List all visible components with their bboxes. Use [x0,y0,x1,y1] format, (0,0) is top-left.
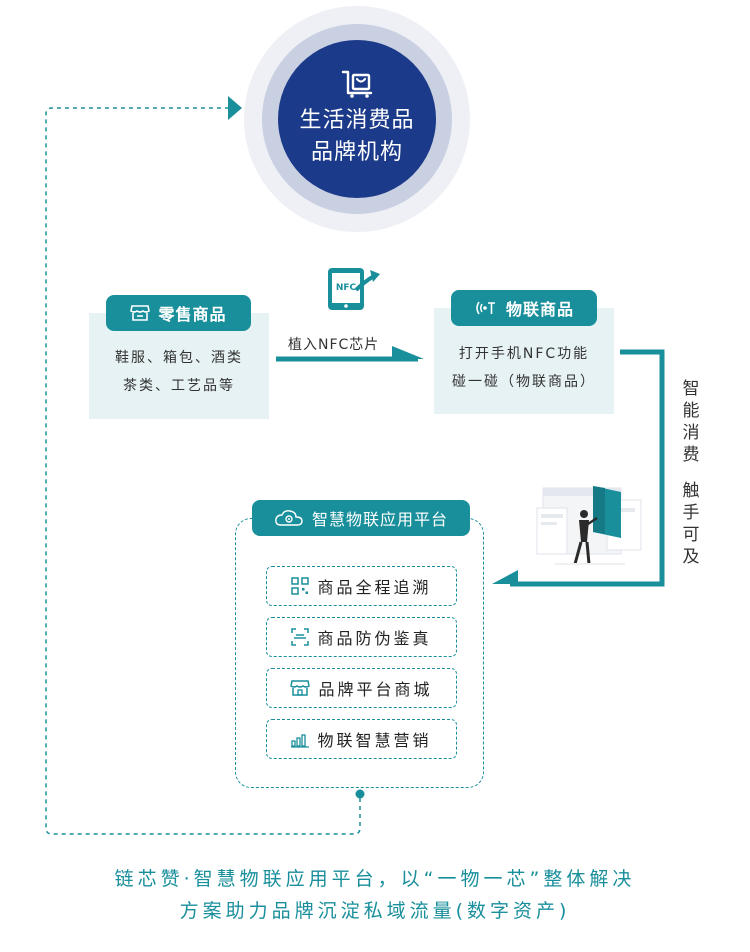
side-char: 智 [682,379,700,399]
platform-label: 智慧物联应用平台 [311,510,448,529]
retail-label: 零售商品 [158,305,227,324]
iot-to-platform-line [510,349,665,587]
brand-circle: 生活消费品 品牌机构 [278,40,436,198]
retail-line2: 茶类、工艺品等 [123,378,235,394]
feature-marketing-label: 物联智慧营销 [317,731,432,750]
retail-label-pill: 零售商品 [106,295,251,331]
brand-title-line2: 品牌机构 [310,140,403,165]
side-char: 触 [682,481,700,501]
side-char: 及 [682,547,700,567]
feedback-loop-line [45,107,361,835]
side-char: 可 [682,525,700,545]
feature-anticounterfeit: 商品防伪鉴真 [266,617,457,657]
retail-line1: 鞋服、箱包、酒类 [115,350,243,366]
retail-description: 鞋服、箱包、酒类 茶类、工艺品等 [89,344,269,400]
person-with-screens-illustration [535,478,645,578]
feature-anticounterfeit-label: 商品防伪鉴真 [317,629,432,648]
nfc-arrow-label: 植入NFC芯片 [288,337,380,353]
cloud-gear-icon [275,510,303,526]
iot-signal-icon [476,301,495,315]
storefront-icon [130,305,151,321]
nfc-arrow-head [392,346,424,359]
iot-line2: 碰一碰（物联商品） [452,374,596,390]
iot-description: 打开手机NFC功能 碰一碰（物联商品） [434,340,614,396]
footer-line2: 方案助力品牌沉淀私域流量(数字资产) [179,900,571,922]
iot-to-platform-arrow [492,570,518,584]
brand-title-line1: 生活消费品 [299,108,415,133]
side-char: 费 [682,445,700,465]
qr-code-icon [291,577,310,595]
feature-trace: 商品全程追溯 [266,566,457,606]
feature-mall: 品牌平台商城 [266,668,457,708]
nfc-icon-text: NFC [335,283,357,293]
feedback-loop-dot [355,789,365,799]
scan-icon [291,628,310,646]
side-text: 智 能 消 费 触 手 可 及 [680,378,702,568]
side-char: 能 [682,401,700,421]
feature-trace-label: 商品全程追溯 [317,578,432,597]
bar-chart-icon [291,734,310,748]
iot-label-pill: 物联商品 [451,290,597,326]
feature-marketing: 物联智慧营销 [266,719,457,759]
platform-label-pill: 智慧物联应用平台 [252,500,470,536]
side-char: 消 [682,423,700,443]
feedback-arrow-head [228,96,242,120]
feature-mall-label: 品牌平台商城 [318,680,433,699]
shopping-cart-icon [341,70,373,98]
iot-label: 物联商品 [505,300,574,319]
side-char: 手 [682,503,700,523]
iot-line1: 打开手机NFC功能 [458,346,590,362]
nfc-phone-icon [326,266,382,316]
footer-line1: 链芯赞·智慧物联应用平台，以“一物一芯”整体解决 [114,868,636,890]
storefront-icon [290,680,311,696]
